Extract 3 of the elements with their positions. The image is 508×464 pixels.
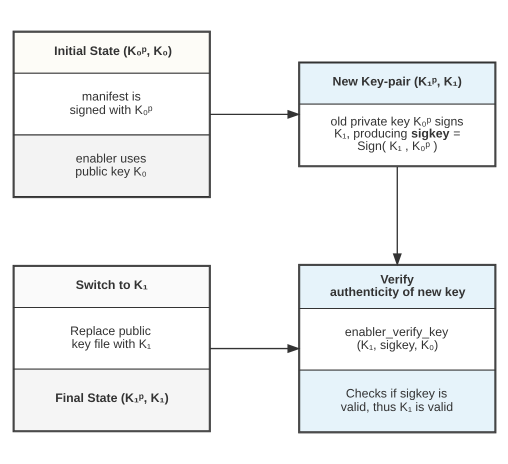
arrow: [210, 344, 300, 354]
arrow: [392, 166, 402, 266]
arrow: [210, 110, 300, 119]
